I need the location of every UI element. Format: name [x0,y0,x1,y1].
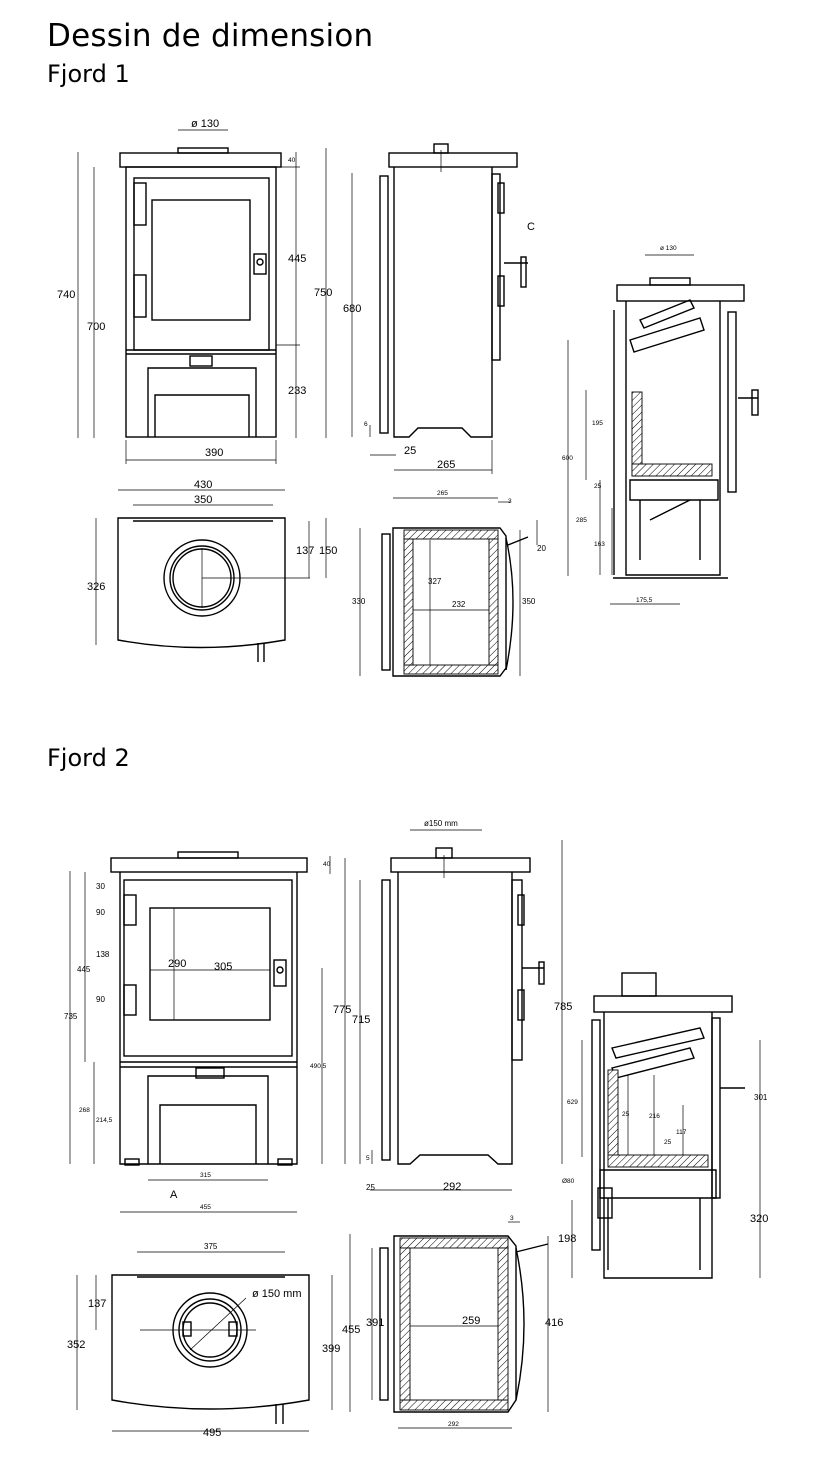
f1-side-feet: 6 [364,421,368,428]
f1-plan-d350: 350 [522,597,536,606]
fjord1-section-view [567,254,759,605]
fjord1-top-view [95,489,327,662]
f1-plan-w3: 3 [508,498,512,505]
f2-side-d715: 715 [352,1014,370,1026]
fjord1-plan-view [359,497,538,677]
f2-front-d735: 735 [64,1012,78,1021]
f1-plan-d330: 330 [352,597,366,606]
f2-plan-w292: 292 [448,1421,459,1428]
f2-front-marker: A [170,1189,178,1201]
f2-plan-d416: 416 [545,1317,563,1329]
f2-sec-d320: 320 [750,1213,768,1225]
f2-sec-d117: 117 [676,1129,687,1136]
f2-plan-w3: 3 [510,1215,514,1222]
f2-front-d445: 445 [77,965,91,974]
f2-side-d775: 775 [333,1004,351,1016]
f2-side-d25: 25 [366,1183,375,1192]
f1-plan-w265: 265 [437,490,448,497]
f1-front-h740: 740 [57,289,75,301]
f1-front-h700: 700 [87,321,105,333]
f1-front-width: 390 [205,447,223,459]
f2-top-flue: ø 150 mm [252,1288,302,1300]
f1-sec-h195: 195 [592,420,603,427]
f2-front-d305: 305 [214,961,232,973]
f1-front-top: 40 [288,157,296,164]
f2-top-d399: 399 [322,1343,340,1355]
page-title: Dessin de dimension [47,18,374,54]
f1-sec-h163: 163 [594,541,605,548]
f1-top-d326: 326 [87,581,105,593]
f1-sec-h600: 600 [562,455,573,462]
f1-front-base: 233 [288,385,306,397]
f1-front-flue: ø 130 [191,118,219,130]
f2-sec-d25b: 25 [664,1139,672,1146]
f2-side-d292: 292 [443,1181,461,1193]
f2-side-d5: 5 [366,1155,370,1162]
fjord2-section-title: Fjord 2 [47,744,130,772]
f2-front-d290: 290 [168,958,186,970]
f2-front-d490: 490,5 [310,1063,327,1070]
fjord2-section-view [571,972,761,1279]
f2-top-d137: 137 [88,1298,106,1310]
f1-sec-h285: 285 [576,517,587,524]
f1-plan-d327: 327 [428,577,442,586]
f1-top-w350: 350 [194,494,212,506]
fjord1-section-title: Fjord 1 [47,60,130,88]
f2-front-d214: 214,5 [96,1117,113,1124]
f2-top-w375: 375 [204,1242,218,1251]
f2-sec-d198: 198 [558,1233,576,1245]
f2-side-d785: 785 [554,1001,572,1013]
f1-side-h680: 680 [343,303,361,315]
f2-plan-d391: 391 [366,1317,384,1329]
f2-sec-d629: 629 [567,1099,578,1106]
f2-plan-w259: 259 [462,1315,480,1327]
f2-front-top: 40 [323,861,331,868]
f1-sec-w175: 175,5 [636,597,653,604]
f1-plan-d20: 20 [537,544,546,553]
f1-side-depth: 265 [437,459,455,471]
f1-sec-h25: 25 [594,483,602,490]
f1-plan-w232: 232 [452,600,466,609]
f2-front-d315: 315 [200,1172,211,1179]
f2-sec-d25: 25 [622,1111,630,1118]
f1-front-h750: 750 [314,287,332,299]
f2-sec-d301: 301 [754,1093,768,1102]
f2-plan-d455: 455 [342,1324,360,1336]
fjord2-side-view [344,829,563,1191]
f1-front-door: 445 [288,253,306,265]
f2-front-d30: 30 [96,882,105,891]
f1-side-offset: 25 [404,445,416,457]
f2-front-d455: 455 [200,1204,211,1211]
fjord1-front-view [77,129,327,464]
f1-sec-flue: ø 130 [660,245,677,252]
f2-front-d268: 268 [79,1107,90,1114]
f2-front-d90b: 90 [96,995,105,1004]
f2-sec-d80: Ø80 [562,1178,575,1185]
f1-top-d137: 137 [296,545,314,557]
f2-front-d90a: 90 [96,908,105,917]
f1-top-d150: 150 [319,545,337,557]
fjord2-plan-view [349,1221,549,1429]
f2-top-w495: 495 [203,1427,221,1439]
f1-side-marker: C [527,221,535,233]
fjord1-side-view [351,143,528,474]
fjord2-top-view [76,1251,333,1432]
f2-front-d138: 138 [96,950,110,959]
fjord2-front-view [69,851,331,1213]
f2-sec-d216: 216 [649,1113,660,1120]
f2-top-d352: 352 [67,1339,85,1351]
f2-side-flue: ø150 mm [424,819,458,828]
f1-top-w430: 430 [194,479,212,491]
